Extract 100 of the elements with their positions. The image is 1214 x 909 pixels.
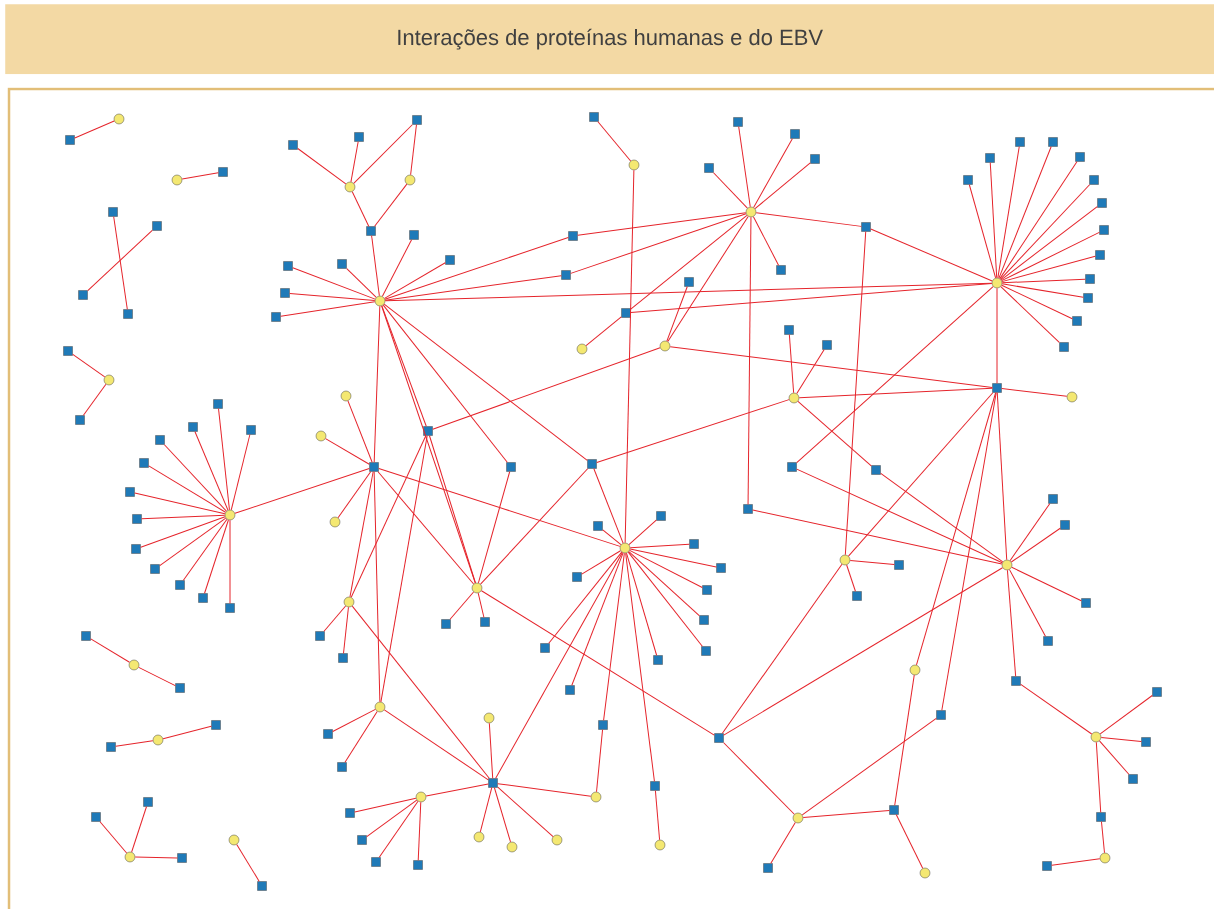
connector-line xyxy=(916,392,997,666)
connector-line xyxy=(999,161,1078,280)
connector-line xyxy=(373,471,381,703)
connector-line xyxy=(571,552,624,686)
square-node xyxy=(198,593,208,603)
connector-line xyxy=(1009,503,1051,562)
square-node xyxy=(280,288,290,298)
square-node xyxy=(108,207,118,217)
square-node xyxy=(78,290,88,300)
connector-line xyxy=(236,844,260,882)
connector-line xyxy=(1010,527,1061,563)
square-node xyxy=(150,564,160,574)
square-node xyxy=(65,135,75,145)
connector-line xyxy=(968,184,997,279)
connector-line xyxy=(432,347,661,430)
connector-line xyxy=(115,740,154,747)
connector-line xyxy=(628,551,700,617)
square-node xyxy=(1059,342,1069,352)
square-node xyxy=(1048,137,1058,147)
connector-line xyxy=(159,517,227,567)
square-node xyxy=(1141,737,1151,747)
connector-line xyxy=(131,806,147,853)
connector-line xyxy=(581,550,621,575)
square-node xyxy=(810,154,820,164)
square-node xyxy=(1097,198,1107,208)
connector-line xyxy=(351,605,490,779)
connector-line xyxy=(1001,284,1073,320)
connector-line xyxy=(1100,821,1105,854)
connector-line xyxy=(351,191,370,227)
connector-line xyxy=(346,268,377,298)
connector-line xyxy=(381,305,476,584)
connector-line xyxy=(74,120,115,139)
connector-line xyxy=(738,126,751,208)
connector-line xyxy=(480,590,715,736)
connector-line xyxy=(1099,740,1130,775)
connector-line xyxy=(374,183,408,227)
square-node xyxy=(441,619,451,629)
square-node xyxy=(1048,494,1058,504)
square-node xyxy=(790,129,800,139)
square-node xyxy=(1011,676,1021,686)
connector-line xyxy=(667,215,749,343)
connector-line xyxy=(1051,858,1101,866)
connector-line xyxy=(349,471,374,598)
square-node xyxy=(589,112,599,122)
connector-line xyxy=(752,509,1003,565)
square-node xyxy=(992,383,1002,393)
square-node xyxy=(412,115,422,125)
connector-line xyxy=(229,519,231,604)
square-node xyxy=(506,462,516,472)
square-node xyxy=(598,720,608,730)
square-node xyxy=(225,603,235,613)
connector-line xyxy=(82,383,107,416)
square-node xyxy=(587,459,597,469)
square-node xyxy=(716,563,726,573)
connector-line xyxy=(998,146,1052,279)
square-node xyxy=(1089,175,1099,185)
square-node xyxy=(409,230,419,240)
connector-line xyxy=(1001,388,1068,397)
connector-line xyxy=(1006,569,1017,677)
square-node xyxy=(763,863,773,873)
connector-line xyxy=(479,787,493,833)
connector-line xyxy=(848,392,994,557)
connector-line xyxy=(218,408,230,511)
connector-line xyxy=(383,709,489,781)
connector-line xyxy=(596,729,604,793)
connector-line xyxy=(895,814,924,869)
connector-line xyxy=(337,471,372,519)
square-node xyxy=(423,426,433,436)
connector-line xyxy=(134,492,226,515)
square-node xyxy=(894,560,904,570)
connector-line xyxy=(134,856,178,859)
connector-line xyxy=(669,346,993,388)
square-node xyxy=(656,511,666,521)
square-node xyxy=(861,222,871,232)
connector-line xyxy=(626,552,658,656)
square-node xyxy=(132,514,142,524)
square-node xyxy=(81,631,91,641)
connector-line xyxy=(752,216,780,266)
connector-line xyxy=(384,262,446,299)
connector-line xyxy=(343,606,349,654)
connector-line xyxy=(629,543,690,549)
connector-line xyxy=(630,214,748,310)
connector-line xyxy=(292,267,376,300)
connector-line xyxy=(1099,695,1153,735)
connector-line xyxy=(997,146,1020,279)
connector-line xyxy=(384,282,993,302)
connector-line xyxy=(849,560,895,566)
square-node xyxy=(963,175,973,185)
connector-line xyxy=(1000,206,1098,281)
connector-line xyxy=(495,552,623,779)
connector-line xyxy=(1001,231,1100,282)
square-node xyxy=(776,265,786,275)
connector-line xyxy=(384,237,569,300)
square-node xyxy=(1043,636,1053,646)
square-node xyxy=(572,572,582,582)
connector-line xyxy=(721,563,843,734)
connector-line xyxy=(577,212,747,236)
connector-line xyxy=(182,518,228,581)
square-node xyxy=(271,312,281,322)
square-node xyxy=(871,465,881,475)
